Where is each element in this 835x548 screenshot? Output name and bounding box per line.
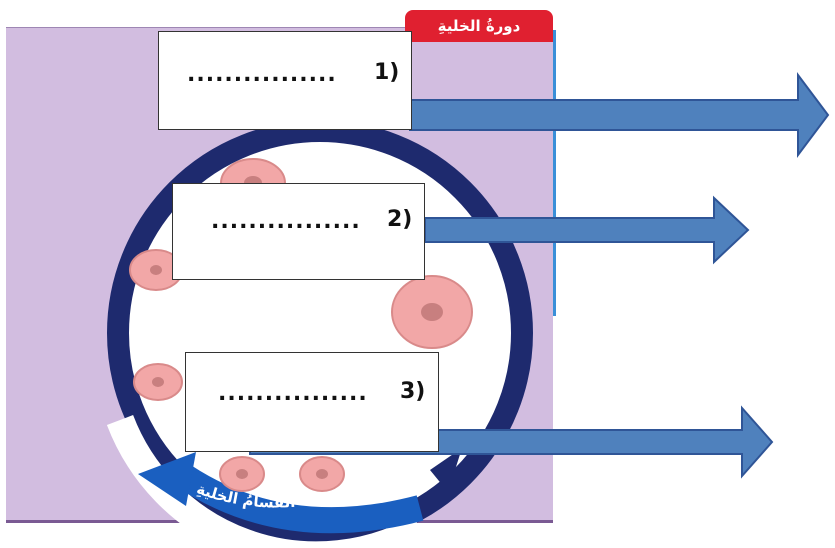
section-ribbon-label: دورةُ الخليةِ xyxy=(405,10,553,42)
panel-edge-line xyxy=(553,30,556,316)
answer-blank-3[interactable]: ................ xyxy=(218,381,368,406)
ring-arrowhead xyxy=(430,448,462,492)
answer-blank-2[interactable]: ................ xyxy=(211,209,361,234)
division-arc-band xyxy=(167,459,424,534)
cell xyxy=(133,363,183,401)
cycle-ring xyxy=(107,120,533,546)
box-number-3: 3) xyxy=(400,379,426,404)
answer-box-1[interactable]: ................ 1) xyxy=(158,31,412,130)
cell xyxy=(219,456,265,492)
arrow-2 xyxy=(424,195,750,265)
division-arc-arrowhead xyxy=(138,452,196,506)
cell xyxy=(299,456,345,492)
box-number-2: 2) xyxy=(387,207,413,232)
answer-box-2[interactable]: ................ 2) xyxy=(172,183,425,280)
arrow-1 xyxy=(409,72,830,158)
answer-blank-1[interactable]: ................ xyxy=(187,62,337,87)
cell xyxy=(391,275,473,349)
arrow-3 xyxy=(249,405,774,479)
answer-box-3[interactable]: ................ 3) xyxy=(185,352,439,452)
box-number-1: 1) xyxy=(374,60,400,85)
